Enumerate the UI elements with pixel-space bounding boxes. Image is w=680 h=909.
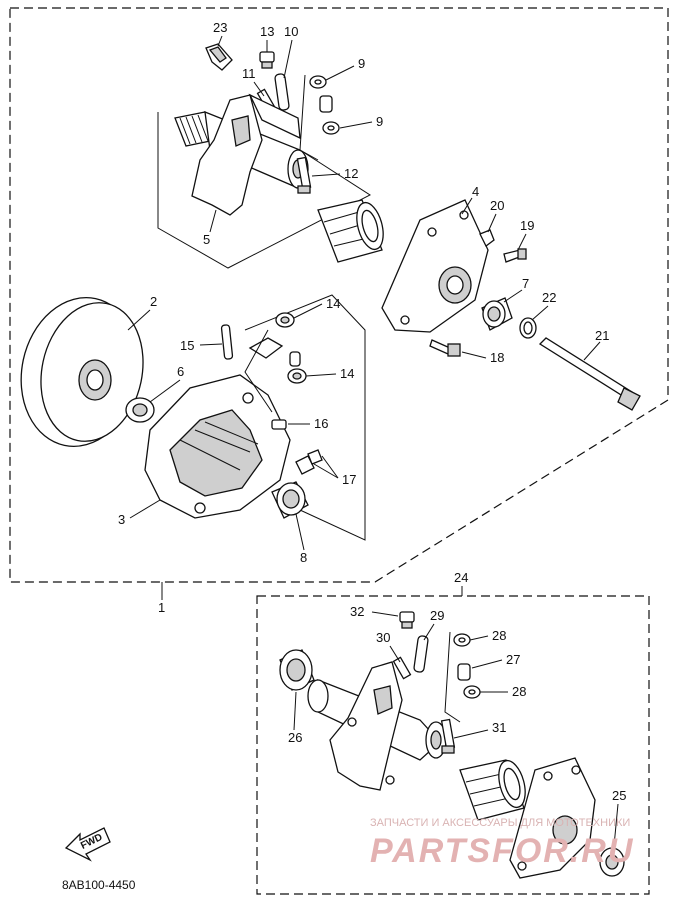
part-boot-main <box>317 199 384 263</box>
part-14-slider-top <box>275 312 295 328</box>
part-21-long-bolt <box>538 337 641 411</box>
callout-25: 25 <box>612 788 626 803</box>
callout-28a: 28 <box>492 628 506 643</box>
callout-14b: 14 <box>340 366 354 381</box>
part-29-pin <box>413 635 429 673</box>
part-32-nut <box>399 611 415 629</box>
callout-31: 31 <box>492 720 506 735</box>
part-13-nut <box>259 51 275 69</box>
part-26-bushing <box>279 649 315 691</box>
part-sub-boot <box>459 759 526 821</box>
part-12-bolt <box>296 156 312 194</box>
part-20-nut <box>479 229 495 247</box>
callout-30: 30 <box>376 630 390 645</box>
group-label-sub: 24 <box>454 570 468 585</box>
part-28-washer-top <box>453 633 471 647</box>
callout-29: 29 <box>430 608 444 623</box>
part-14-slider-bottom <box>287 368 307 384</box>
part-22-circlip <box>519 317 537 339</box>
part-9-spacer <box>319 95 333 113</box>
part-9-washer-bottom <box>322 121 340 135</box>
part-5-spider <box>174 93 309 216</box>
sub-assembly-frame <box>256 595 650 895</box>
callout-12: 12 <box>344 166 358 181</box>
callout-19: 19 <box>520 218 534 233</box>
group-label-main: 1 <box>158 600 165 615</box>
watermark-line2: PARTSFOR.RU <box>370 832 634 870</box>
part-8-bushing <box>271 481 309 519</box>
part-9-washer-top <box>309 75 327 89</box>
callout-18: 18 <box>490 350 504 365</box>
callout-27: 27 <box>506 652 520 667</box>
callout-2: 2 <box>150 294 157 309</box>
main-assembly-frame <box>9 7 669 583</box>
callout-9b: 9 <box>376 114 383 129</box>
part-19-bolt <box>503 248 527 263</box>
part-25-cover <box>509 757 596 879</box>
part-2-sheave <box>20 297 144 447</box>
diagram-code: 8AB100-4450 <box>62 878 136 892</box>
callout-8: 8 <box>300 550 307 565</box>
part-sub-spider <box>307 661 447 791</box>
part-15-pin <box>220 324 234 360</box>
spider-subframe <box>157 112 371 269</box>
part-17-clips <box>295 449 323 475</box>
ramp-subframe <box>244 294 366 541</box>
callout-22: 22 <box>542 290 556 305</box>
callout-26: 26 <box>288 730 302 745</box>
callout-21: 21 <box>595 328 609 343</box>
callout-5: 5 <box>203 232 210 247</box>
part-18-bolt <box>429 339 461 357</box>
callout-4: 4 <box>472 184 479 199</box>
callout-20: 20 <box>490 198 504 213</box>
fwd-arrow-icon <box>64 827 111 862</box>
part-14-spacer <box>289 351 301 367</box>
part-28-washer-bottom <box>463 685 481 699</box>
part-10-pin <box>274 73 290 111</box>
callout-28b: 28 <box>512 684 526 699</box>
callout-7: 7 <box>522 276 529 291</box>
part-6-seal <box>125 397 155 423</box>
part-30-bolt <box>392 656 412 680</box>
part-7-bearing <box>481 297 513 331</box>
part-27-spacer <box>457 663 471 681</box>
callout-23: 23 <box>213 20 227 35</box>
callout-17: 17 <box>342 472 356 487</box>
part-23-clip <box>205 43 233 71</box>
part-4-cover <box>381 199 489 333</box>
callout-32: 32 <box>350 604 364 619</box>
part-25-bearing <box>599 847 625 877</box>
callout-14a: 14 <box>326 296 340 311</box>
callout-9a: 9 <box>358 56 365 71</box>
callout-3: 3 <box>118 512 125 527</box>
callout-13: 13 <box>260 24 274 39</box>
callout-10: 10 <box>284 24 298 39</box>
watermark-line1: ЗАПЧАСТИ И АКСЕССУАРЫ ДЛЯ МОТОТЕХНИКИ <box>370 817 630 829</box>
part-16-screw <box>271 419 287 430</box>
callout-6: 6 <box>177 364 184 379</box>
part-3-housing <box>144 374 291 519</box>
callout-11: 11 <box>242 66 256 81</box>
callout-16: 16 <box>314 416 328 431</box>
callout-15: 15 <box>180 338 194 353</box>
part-31-bolt <box>440 718 456 754</box>
